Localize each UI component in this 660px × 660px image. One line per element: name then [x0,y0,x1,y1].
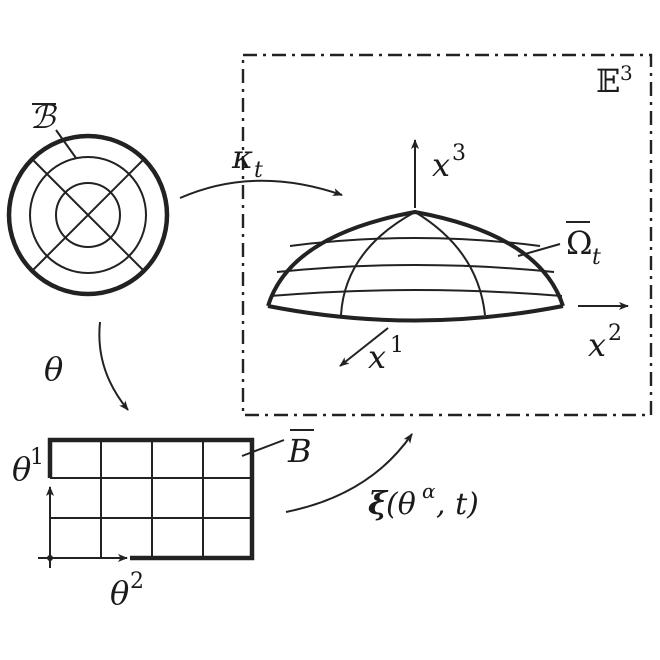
svg-text:, t): , t) [436,487,479,522]
parameter-domain-grid [47,437,255,561]
svg-text:θ: θ [12,450,31,488]
space-label-symbol: 𝔼 [596,62,620,100]
svg-text:θ: θ [110,574,129,612]
svg-text:ξ: ξ [368,484,389,522]
svg-text:x: x [368,338,386,376]
svg-text:Ω: Ω [566,224,593,262]
map-kappa-arrow [179,179,343,199]
svg-text:x: x [432,146,450,184]
map-theta-label: θ [44,350,63,388]
svg-text:2: 2 [130,569,144,594]
svg-text:(θ: (θ [386,487,416,522]
reference-body-label: ℬ [30,98,77,159]
svg-text:x: x [588,326,606,364]
current-config-label: Ω t [517,221,601,270]
coord-theta1-label: θ 1 [12,445,44,488]
svg-text:3: 3 [452,141,466,166]
space-label: 𝔼 3 [596,61,633,100]
axis-x3-label: x 3 [432,141,466,184]
map-kappa-label: κ t [231,138,263,183]
reference-body-disc [6,133,170,297]
svg-text:α: α [422,479,436,503]
axis-x1-label: x 1 [368,333,404,376]
svg-text:κ: κ [231,138,253,176]
param-domain-label: B [241,429,314,470]
current-config-dome [266,209,565,323]
map-xi-arrow [285,433,413,513]
euclidean-space-frame [241,53,653,417]
map-theta-arrow [98,321,129,411]
axis-x2-label: x 2 [588,321,622,364]
svg-text:t: t [254,158,263,183]
svg-text:2: 2 [608,321,622,346]
svg-text:B: B [287,432,312,470]
coord-theta2-label: θ 2 [110,569,144,612]
svg-text:t: t [592,245,601,270]
svg-text:1: 1 [30,445,44,470]
coord-origin [47,555,53,561]
axis-x1-arrow [339,327,389,367]
map-xi-label: ξ (θ α , t) [368,479,479,522]
svg-text:1: 1 [390,333,404,358]
space-label-exponent: 3 [620,61,633,85]
